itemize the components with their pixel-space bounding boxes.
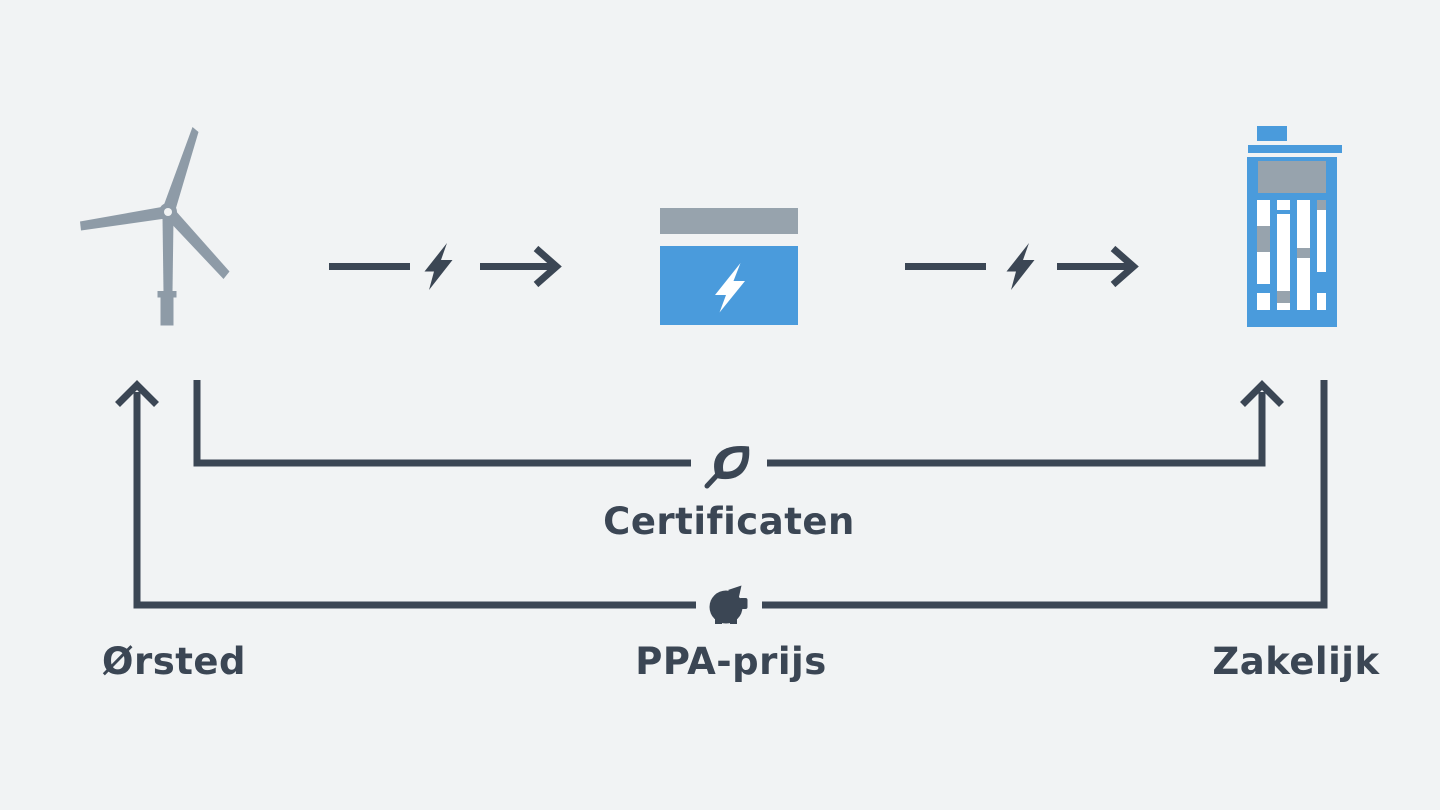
white-lightning-bolt bbox=[715, 263, 745, 313]
certificates-flow-label: Certificaten bbox=[603, 500, 855, 543]
flow-line bbox=[329, 263, 410, 270]
wind-turbine-icon bbox=[80, 127, 230, 326]
lightning-bolt-icon bbox=[424, 243, 453, 290]
ppa-price-label: PPA-prijs bbox=[635, 640, 827, 683]
ppa-price-flow-arrow bbox=[115, 380, 1328, 609]
consumer-label: Zakelijk bbox=[1212, 640, 1380, 683]
office-building-icon bbox=[1247, 126, 1342, 327]
producer-label: Ørsted bbox=[102, 640, 246, 683]
arrow-icon bbox=[480, 245, 562, 288]
leaf-icon bbox=[704, 446, 750, 489]
flow-line bbox=[905, 263, 986, 270]
power-box-lightning-icon bbox=[660, 208, 798, 325]
arrow-icon bbox=[1057, 245, 1139, 288]
electricity-flow-right bbox=[905, 243, 1139, 290]
piggy-bank-icon bbox=[709, 585, 748, 624]
electricity-flow-left bbox=[329, 243, 562, 290]
lightning-bolt-icon bbox=[1006, 243, 1035, 290]
